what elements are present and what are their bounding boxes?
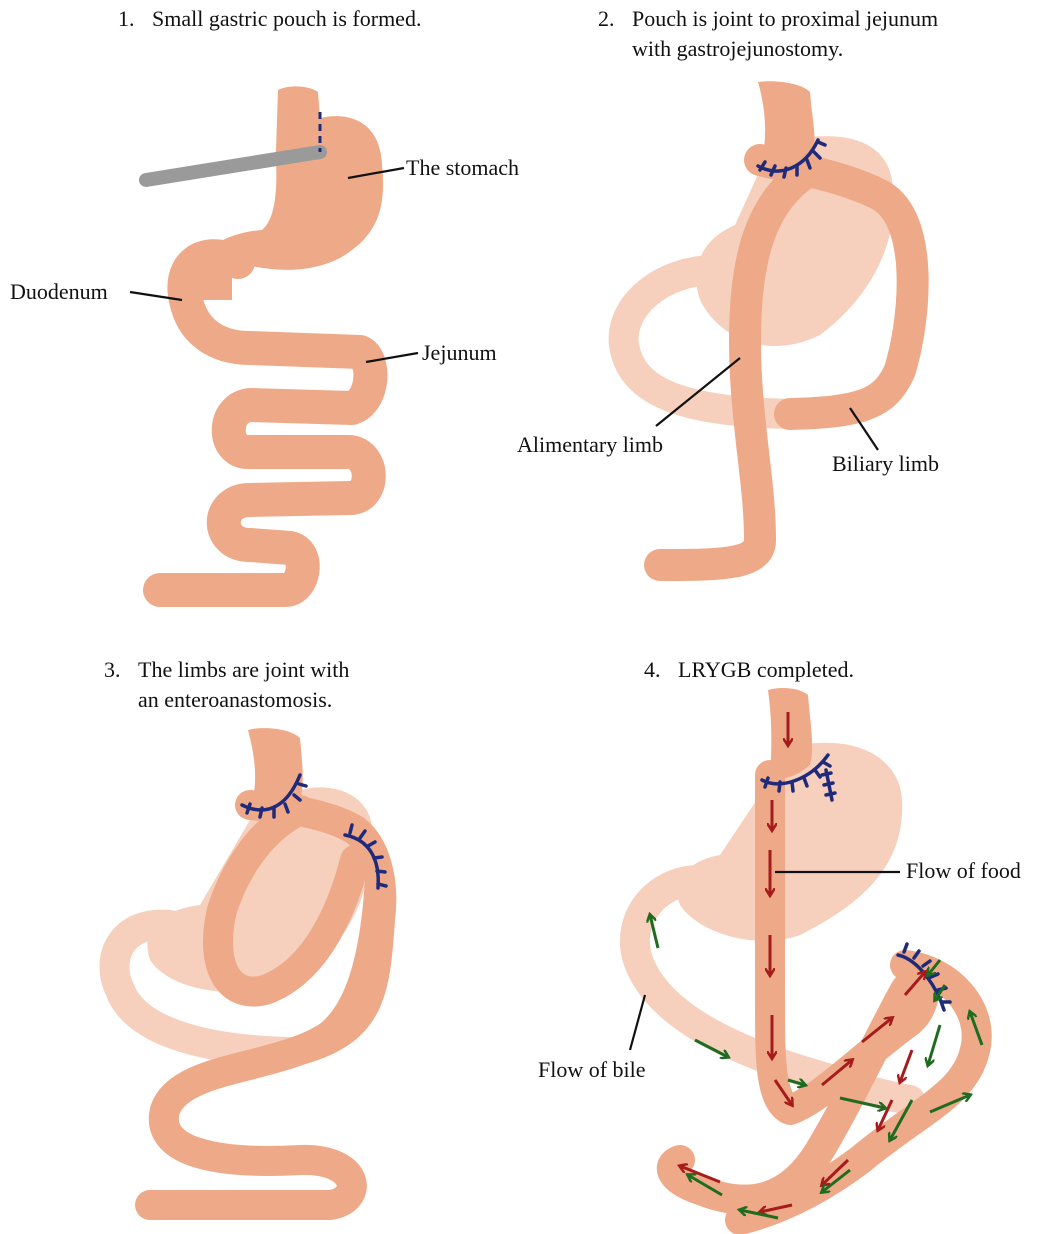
panel-3-drawing — [114, 728, 386, 1205]
panel-1-caption: 1.Small gastric pouch is formed. — [118, 4, 421, 34]
panel-1-drawing — [130, 86, 418, 590]
panel-1-caption-text: Small gastric pouch is formed. — [152, 6, 421, 31]
panel-3-caption: 3.The limbs are joint with an enteroanas… — [104, 655, 349, 715]
label-flow-of-food: Flow of food — [906, 858, 1021, 884]
panel-2-caption: 2.Pouch is joint to proximal jejunum wit… — [598, 4, 938, 64]
panel-3-caption-line2: an enteroanastomosis. — [138, 687, 332, 712]
label-flow-of-bile: Flow of bile — [538, 1057, 646, 1083]
panel-2-caption-line2: with gastrojejunostomy. — [632, 36, 843, 61]
bile-leader — [630, 995, 645, 1050]
label-duodenum: Duodenum — [10, 279, 108, 305]
panel-4-number: 4. — [644, 655, 678, 685]
panel-4-caption: 4.LRYGB completed. — [644, 655, 854, 685]
panel-3-caption-line1: The limbs are joint with — [138, 657, 349, 682]
label-alimentary-limb: Alimentary limb — [517, 432, 663, 458]
label-stomach: The stomach — [406, 155, 519, 181]
label-biliary-limb: Biliary limb — [832, 451, 939, 477]
panel-2-caption-line1: Pouch is joint to proximal jejunum — [632, 6, 938, 31]
panel-2-number: 2. — [598, 4, 632, 34]
panel-4-caption-text: LRYGB completed. — [678, 657, 854, 682]
small-intestine-panel1 — [160, 256, 370, 590]
panel-2-drawing — [624, 81, 913, 565]
panel-3-number: 3. — [104, 655, 138, 685]
panel-4-drawing — [630, 688, 982, 1220]
panel-1-number: 1. — [118, 4, 152, 34]
label-jejunum: Jejunum — [422, 340, 497, 366]
